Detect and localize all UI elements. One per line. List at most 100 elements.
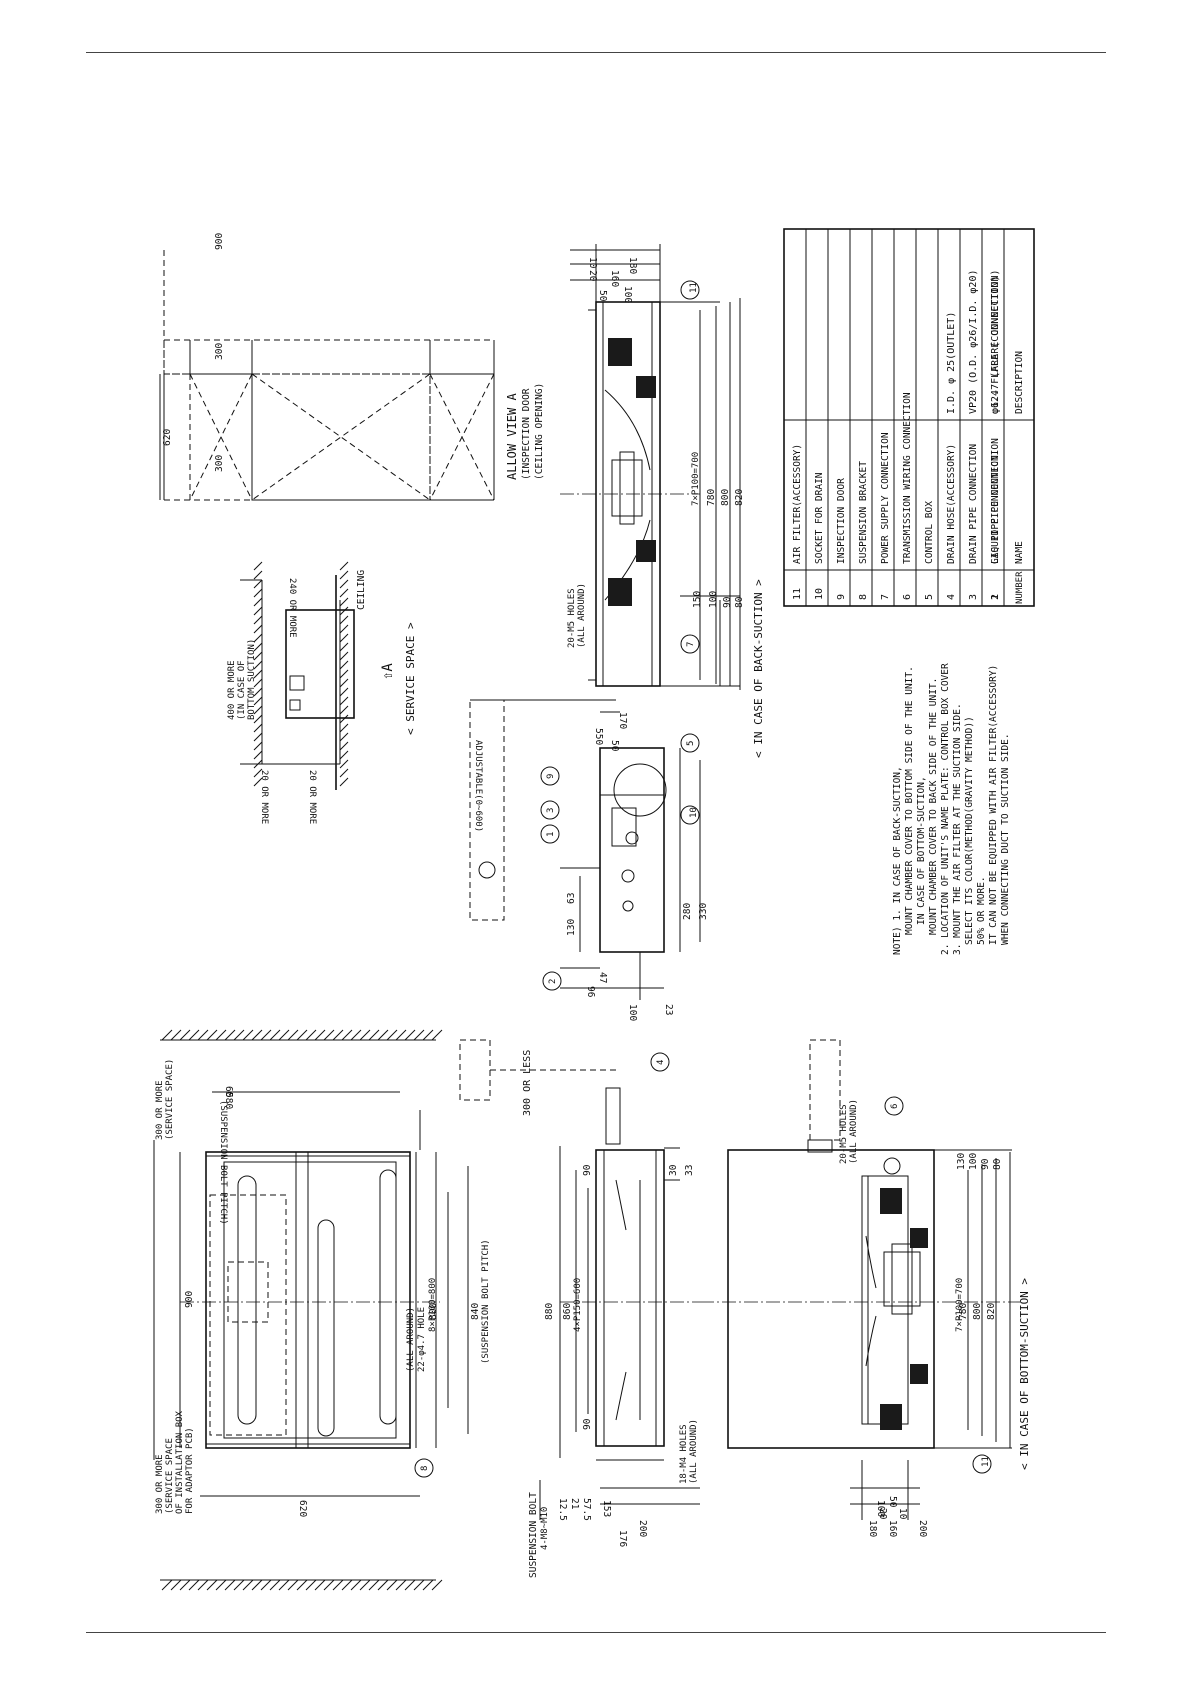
dim-820-back: 820	[734, 489, 745, 506]
dim-160: 160	[609, 270, 620, 287]
label-service-space: < SERVICE SPACE >	[404, 622, 417, 735]
label-service-space-top: (SERVICE SPACE)	[165, 1059, 175, 1140]
callout-7-number: 7	[686, 642, 696, 647]
hatch-mark	[215, 1029, 227, 1041]
label-susp-pitch-bottom: (SUSPENSION BOLT PITCH)	[481, 1239, 491, 1364]
label-20-or-more-a: 20 OR MORE	[259, 770, 269, 824]
note-line: IT CAN NOT BE EQUIPPED WITH AIR FILTER(A…	[988, 665, 999, 945]
bottom-suction-view	[700, 1039, 1020, 1520]
dim-780-back: 780	[706, 489, 717, 506]
table-row-description: I.D. φ 25(OUTLET)	[946, 312, 957, 414]
dim-800-top: 800	[428, 1303, 439, 1320]
callout-5	[680, 733, 700, 753]
callout-11-bottom	[972, 1454, 992, 1474]
hatch-mark	[339, 579, 349, 589]
hatch-mark	[431, 1029, 443, 1041]
hatch-mark	[253, 687, 263, 697]
hatch-mark	[339, 561, 349, 571]
dim-50: 50	[597, 290, 608, 302]
hatch-mark	[339, 732, 349, 742]
top-rule	[86, 52, 1106, 53]
note-line: IN CASE OF BOTTOM-SUCTION,	[916, 776, 927, 925]
hatch-mark	[377, 1029, 389, 1041]
note-line: 3. MOUNT THE AIR FILTER AT THE SUCTION S…	[952, 703, 963, 955]
hatch-mark	[233, 1579, 245, 1591]
dim-50-bottom: 50	[887, 1496, 898, 1508]
label-all-around-bottom: (ALL AROUND)	[849, 1099, 859, 1164]
hatch-mark	[359, 1579, 371, 1591]
hatch-mark	[251, 1579, 263, 1591]
hatch-mark	[339, 615, 349, 625]
hatch-mark	[377, 1579, 389, 1591]
label-pitch-7p-bottom: 7×P100=700	[955, 1278, 965, 1332]
dim-800-back: 800	[720, 489, 731, 506]
dim-90-bottom: 90	[980, 1158, 991, 1170]
table-row-name: INSPECTION DOOR	[836, 478, 847, 564]
hatch-mark	[253, 705, 263, 715]
hatch-mark	[179, 1579, 191, 1591]
hatch-mark	[253, 732, 263, 742]
table-row-number: 8	[858, 594, 869, 600]
hatch-mark	[339, 759, 349, 769]
dim-300a: 300	[214, 343, 225, 360]
hatch-mark	[359, 1029, 371, 1041]
dim-100-back: 100	[708, 591, 719, 608]
hatch-mark	[233, 1029, 245, 1041]
hatch-mark	[305, 1579, 317, 1591]
dim-80-back: 80	[734, 596, 745, 608]
hatch-mark	[395, 1029, 407, 1041]
dim-820-bottom: 820	[986, 1303, 997, 1320]
callout-11-number: 11	[689, 282, 699, 293]
dim-580: 580	[223, 1092, 234, 1109]
hatch-mark	[395, 1579, 407, 1591]
hatch-mark	[339, 777, 349, 787]
table-row-name: GAS PIPE CONNECTION	[990, 455, 1001, 564]
table-row-description: VP20 (O.D. φ26/I.D. φ20)	[968, 270, 979, 415]
table-row-number: 1	[990, 594, 1001, 600]
hatch-mark	[339, 687, 349, 697]
hatch-mark	[253, 651, 263, 661]
hatch-mark	[253, 759, 263, 769]
hatch-mark	[339, 570, 349, 580]
hatch-mark	[179, 1029, 191, 1041]
table-header-number: NUMBER	[1015, 571, 1025, 604]
dim-170: 170	[617, 712, 628, 729]
hatch-mark	[253, 696, 263, 706]
table-row-number: 5	[924, 594, 935, 600]
hatch-mark	[431, 1579, 443, 1591]
table-row-name: DRAIN HOSE(ACCESSORY)	[946, 444, 957, 564]
note-line: 2. LOCATION OF UNIT'S NAME PLATE: CONTRO…	[940, 663, 951, 955]
dim-90-front-b: 90	[582, 1418, 593, 1430]
note-line: WHEN CONNECTING DUCT TO SUCTION SIDE.	[1000, 733, 1011, 945]
note-line: MOUNT CHAMBER COVER TO BOTTOM SIDE OF TH…	[904, 666, 915, 935]
hatch-mark	[253, 669, 263, 679]
dim-860: 860	[562, 1303, 573, 1320]
dim-176: 176	[617, 1530, 628, 1547]
note-line: MOUNT CHAMBER COVER TO BACK SIDE OF THE …	[928, 678, 939, 935]
label-in-case-of: (IN CASE OF	[237, 660, 247, 720]
notes-block: NOTE) 1. IN CASE OF BACK-SUCTION,MOUNT C…	[892, 663, 1011, 955]
hatch-mark	[224, 1029, 236, 1041]
dim-800-bottom: 800	[972, 1303, 983, 1320]
label-pitch-7p-back: 7×P100=700	[691, 452, 701, 506]
callout-3	[540, 800, 560, 820]
dim-12-5: 12.5	[557, 1498, 568, 1521]
label-allow-view: ALLOW VIEW A	[505, 393, 519, 480]
dim-200-bottom: 200	[917, 1520, 928, 1537]
label-pitch-8p: 8×P100=800	[428, 1278, 438, 1332]
hatch-mark	[287, 1029, 299, 1041]
bottom-rule	[86, 1632, 1106, 1633]
hatch-mark	[253, 678, 263, 688]
dim-840: 840	[470, 1303, 481, 1320]
hatch-mark	[278, 1029, 290, 1041]
label-service-space-box: (SERVICE SPACE	[165, 1438, 175, 1514]
table-row-number: 7	[880, 594, 891, 600]
hatch-mark	[242, 1029, 254, 1041]
dim-153: 153	[601, 1500, 612, 1517]
callout-9	[540, 766, 560, 786]
label-pitch-4p: 4×P150=600	[573, 1278, 583, 1332]
dim-50-side: 50	[609, 740, 620, 752]
hatch-mark	[206, 1579, 218, 1591]
label-arrow-a: ⇧A	[380, 663, 396, 680]
